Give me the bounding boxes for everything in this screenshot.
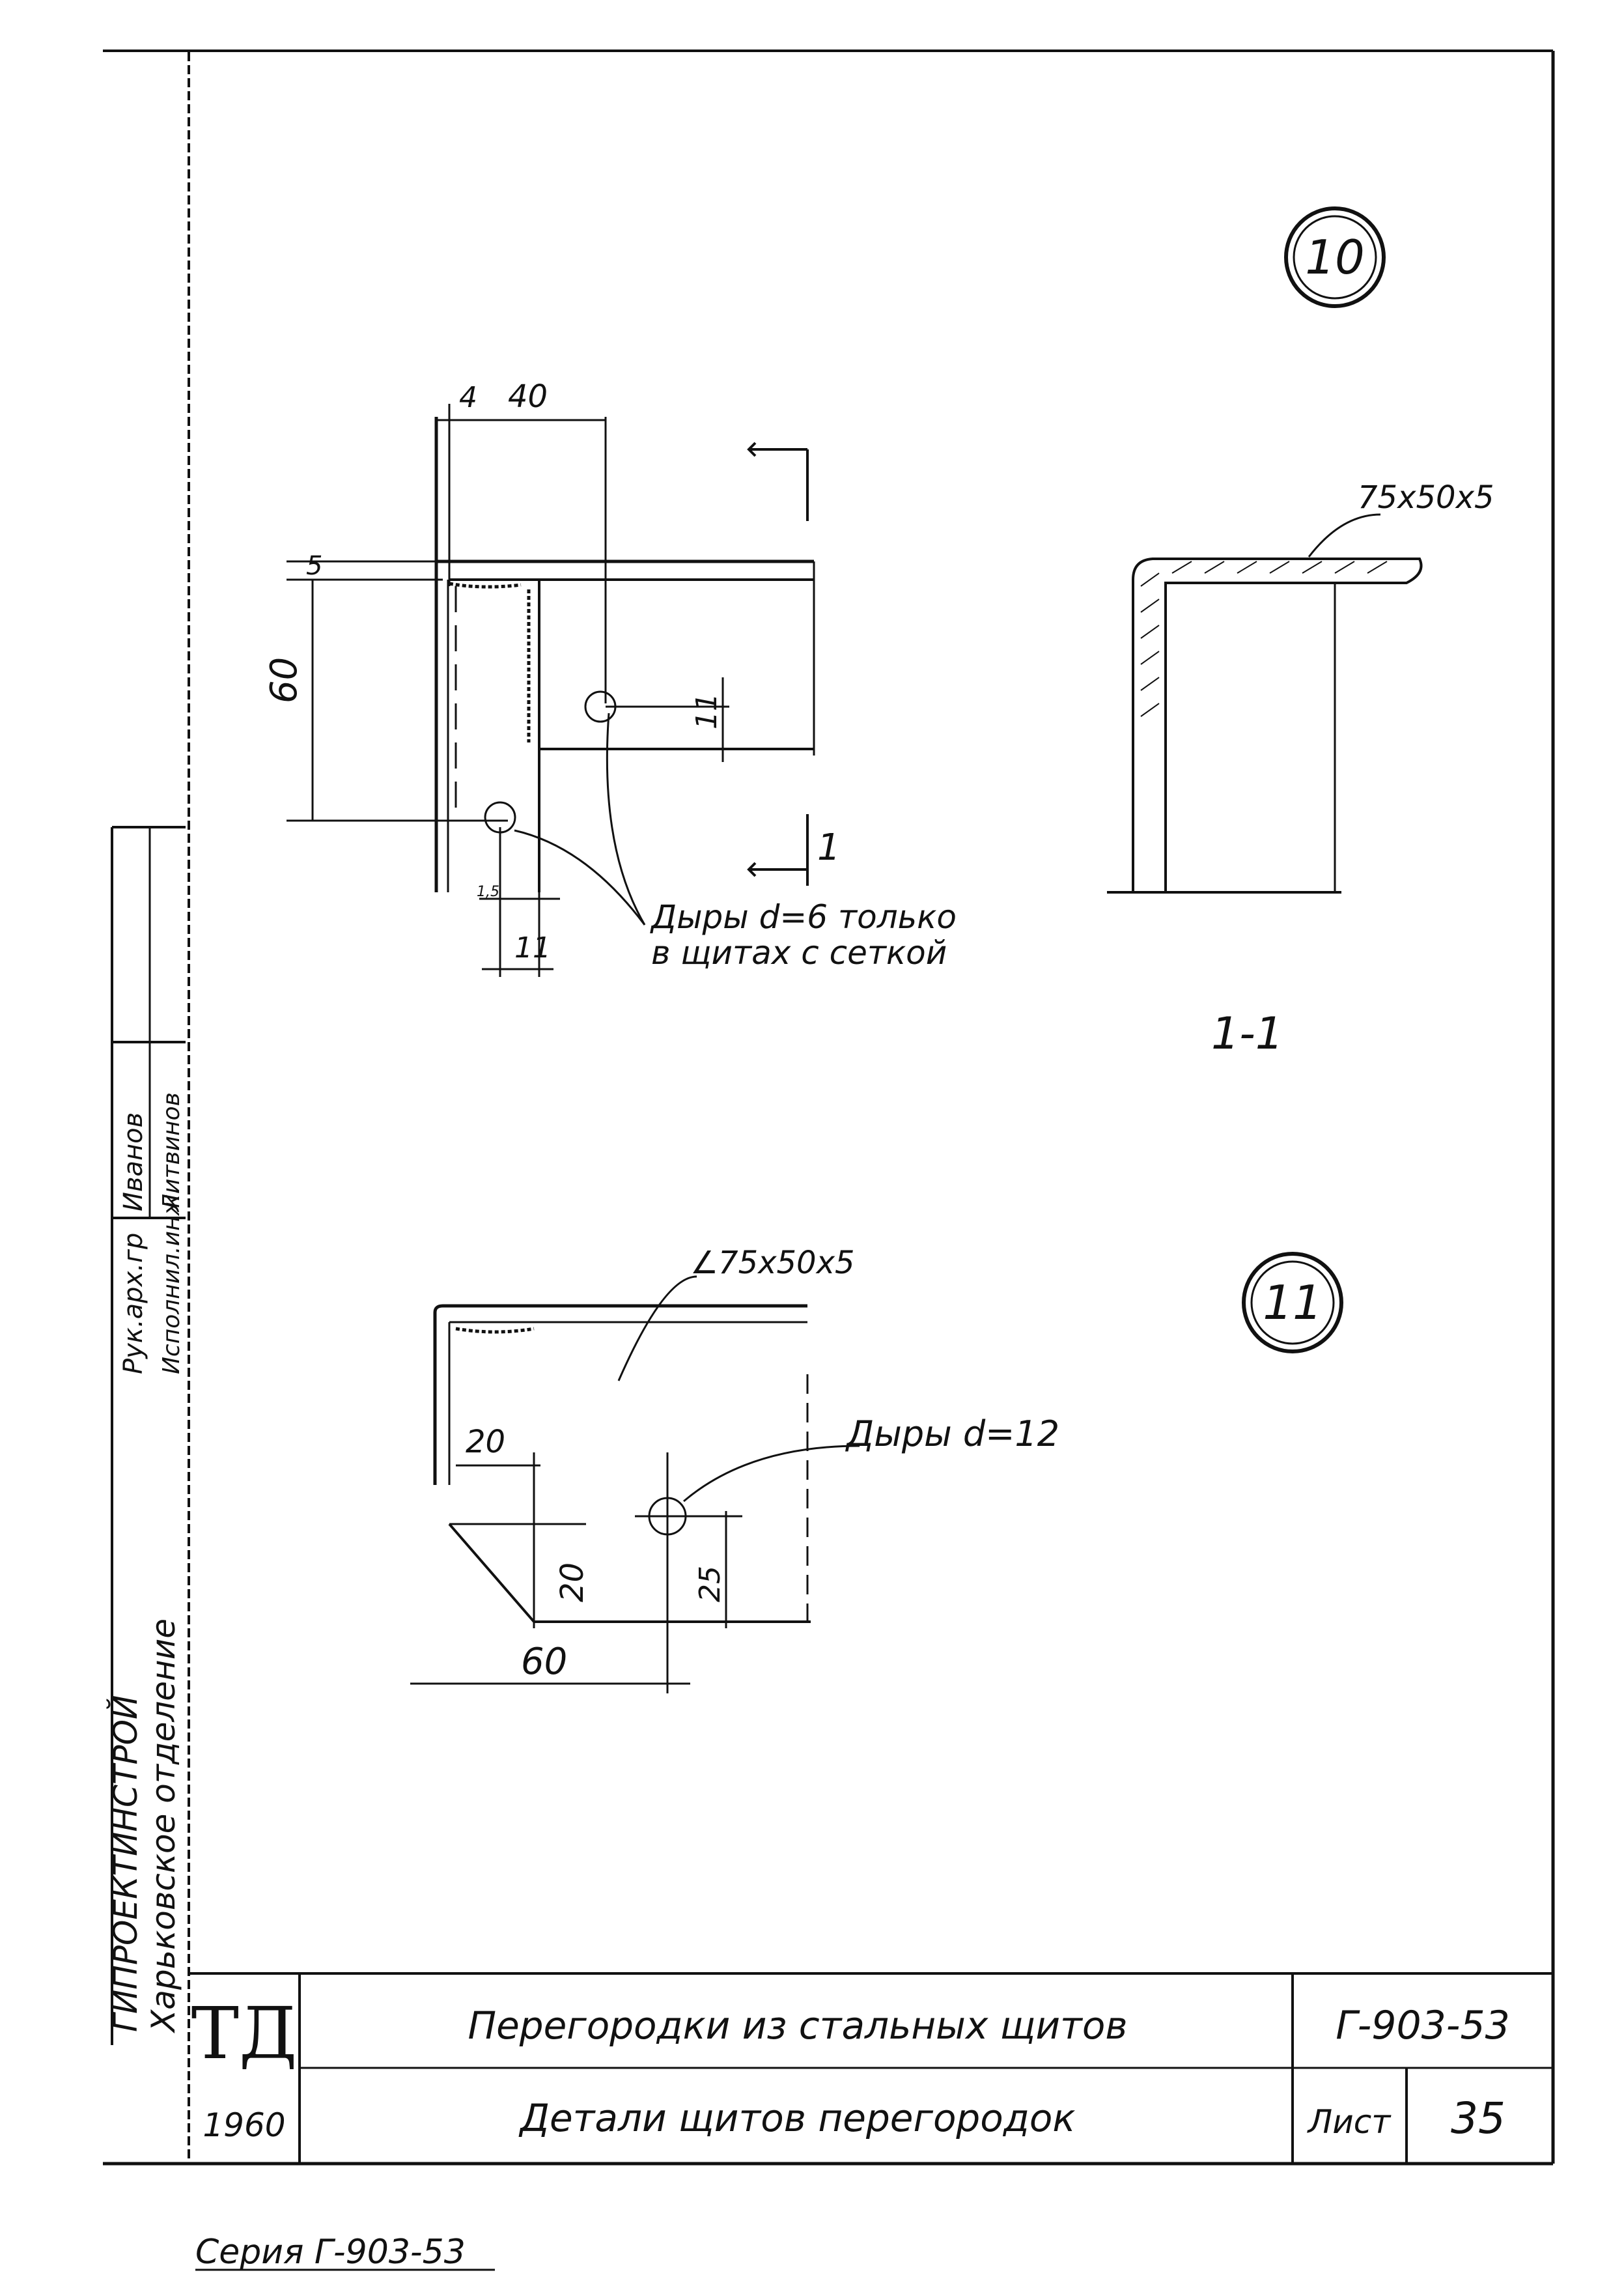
sheet-frame [103,49,1555,2166]
title-main: Перегородки из стальных щитов [468,2003,1127,2048]
stamp-org-1: ГИПРОЕКТИНСТРОЙ [106,1695,145,2032]
dim-height: 60 [263,657,305,703]
side-stamp [111,826,186,2045]
title-block [189,1972,1553,2164]
angle-size-11: ∠75x50x5 [690,1245,855,1281]
section-mark: 1 [817,827,841,869]
hole-note-11: Дыры d=12 [845,1413,1059,1454]
dim-11-d: 60 [521,1641,567,1683]
section-label: 1-1 [1211,1008,1283,1060]
dim-flange-gap: 4 [459,381,477,414]
hole-note-2: в щитах с сеткой [651,934,947,972]
dim-top: 5 [306,551,322,581]
angle-size-10: 75x50x5 [1358,479,1494,516]
hole-note-1: Дыры d=6 только [650,898,957,936]
section-1-1 [1107,513,1423,894]
series-footer: Серия Г-903-53 [195,2233,466,2272]
stamp-name-1: Иванов [119,1112,148,1211]
title-sub: Детали щитов перегородок [518,2096,1076,2140]
dim-width: 40 [508,378,548,415]
stamp-role-1: Рук.арх.гр [119,1233,148,1374]
title-year: 1960 [203,2106,285,2144]
sheet-label: Лист [1307,2103,1392,2141]
dim-11-c: 25 [693,1566,727,1602]
dim-hole-h: 11 [514,931,551,965]
sheet-number: 35 [1451,2093,1505,2143]
detail-10-number: 10 [1305,230,1365,285]
title-code: Г-903-53 [1336,2003,1510,2048]
detail-10-plan [287,404,815,977]
detail-11-number: 11 [1263,1275,1323,1330]
stamp-name-2: Литвинов [158,1092,185,1213]
dim-11-b: 20 [554,1562,591,1602]
detail-11-plan [410,1275,860,1693]
detail-10-marker: 10 [1284,206,1386,308]
stamp-role-2: Исполнил.инж. [158,1187,185,1375]
dim-small: 1,5 [477,884,499,900]
dim-11-a: 20 [466,1424,505,1460]
stamp-org-2: Харьковское отделение [145,1618,182,2034]
detail-11-marker: 11 [1242,1252,1343,1353]
dim-hole-v: 11 [690,693,723,729]
title-logo: ТД [191,1992,298,2075]
